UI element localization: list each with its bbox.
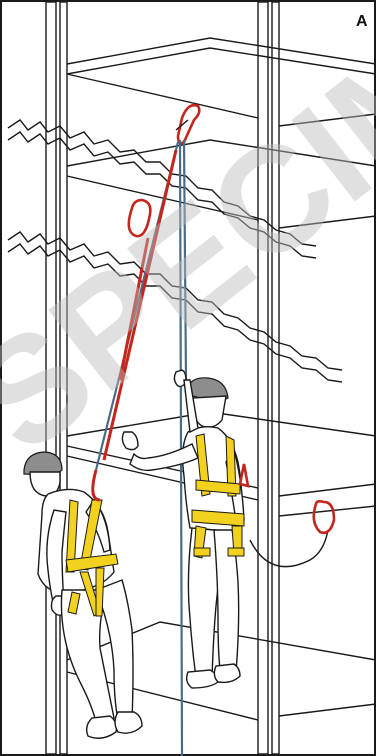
rescuer-figure [122,370,248,688]
anchor-carabiner-icon [176,105,199,143]
casualty-figure [24,452,142,738]
panel-label: A [356,14,368,30]
